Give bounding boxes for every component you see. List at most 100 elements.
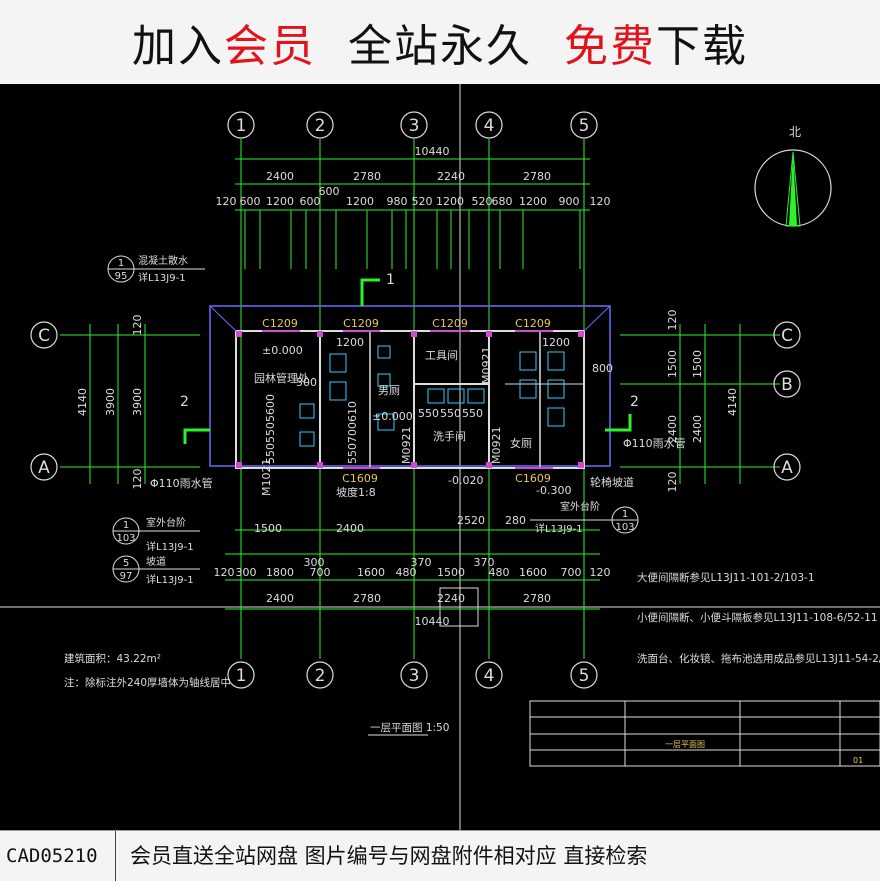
bottom-dimension-text: 120 300 1800 300 700 1600 480 370 1500 3…: [214, 556, 611, 628]
room-mgmt: 园林管理处: [254, 371, 309, 385]
window-label-5: C1609: [342, 472, 378, 485]
inner-dim-14: 2520: [457, 514, 485, 527]
dim-right-1: 1500: [666, 350, 679, 378]
dim-right-5: 4140: [726, 388, 739, 416]
dim-total-top: 10440: [415, 145, 450, 158]
dim-r2-7: 520: [412, 195, 433, 208]
top-dimension-lines: [235, 158, 590, 269]
side-dimension-text: 4140 3900 3900 120 120 120 1500 1500 240…: [76, 310, 739, 493]
level-outside: -0.020: [448, 474, 483, 487]
axis-label-A-left: A: [38, 458, 50, 478]
level-hall: ±0.000: [372, 410, 413, 423]
dim-right-4: 2400: [691, 415, 704, 443]
room-men: 男厕: [378, 384, 400, 397]
dim-r2-11: 1200: [519, 195, 547, 208]
dim-top-1: 2400: [266, 170, 294, 183]
dim-top-4: 2780: [523, 170, 551, 183]
section-label-2b: 2: [630, 394, 639, 410]
axis-label-1-bottom: 1: [236, 666, 247, 686]
note-2: 小便间隔断、小便斗隔板参见L13J11-108-6/52-11: [637, 611, 878, 624]
dim-b1-12: 700: [561, 566, 582, 579]
dim-right-2: 1500: [691, 350, 704, 378]
dim-total-bottom: 10440: [415, 615, 450, 628]
ramp-label: 轮椅坡道: [590, 475, 634, 489]
room-women: 女厕: [510, 436, 532, 450]
room-wash: 洗手间: [433, 429, 466, 443]
dim-r2-1: 600: [240, 195, 261, 208]
inner-dim-9: 800: [592, 362, 613, 375]
drawing-code: CAD05210: [0, 831, 116, 881]
notes: 大便间隔断参见L13J11-101-2/103-1 小便间隔断、小便斗隔板参见L…: [64, 571, 880, 734]
dim-right-6: 120: [666, 472, 679, 493]
window-labels: C1209 C1209 C1209 C1209 C1609 C1609: [262, 317, 551, 485]
north-label: 北: [789, 125, 801, 139]
dim-b1-0: 120: [214, 566, 235, 579]
dim-r2-6: 980: [387, 195, 408, 208]
banner-part4: 免费: [563, 21, 656, 72]
dim-r2-3: 600: [300, 195, 321, 208]
dim-left-inner2: 3900: [131, 388, 144, 416]
axis-label-B-right: B: [781, 375, 793, 395]
banner-part1: 加入: [132, 21, 225, 72]
level-mgmt: ±0.000: [262, 344, 303, 357]
note-1: 大便间隔断参见L13J11-101-2/103-1: [637, 571, 815, 584]
note-3: 洗面台、化妆镜、拖布池选用成品参见L13J11-54-2/50-1: [637, 652, 880, 665]
dim-top-3: 2240: [437, 170, 465, 183]
dim-b1-13: 120: [590, 566, 611, 579]
footer: CAD05210 会员直送全站网盘 图片编号与网盘附件相对应 直接检索: [0, 830, 880, 881]
axis-lines: [60, 139, 780, 659]
window-label-1: C1209: [262, 317, 298, 330]
room-tool: 工具间: [425, 349, 458, 362]
axis-label-3-bottom: 3: [409, 666, 420, 686]
axis-label-2-bottom: 2: [315, 666, 326, 686]
ref1-text: 混凝土散水: [138, 254, 188, 267]
top-dimension-text: 10440 2400 2780 2240 2780 120 600 1200 6…: [216, 145, 611, 208]
ref-circles: 1 95 混凝土散水 详L13J9-1 1 103 室外台阶 详L13J9-1 …: [107, 254, 639, 586]
axis-label-5: 5: [579, 116, 590, 136]
ref-circle-2: 1 103 室外台阶 详L13J9-1: [112, 516, 200, 553]
dim-b2-1: 2780: [353, 592, 381, 605]
area-note: 建筑面积：43.22m²: [64, 652, 161, 665]
door-code-2: M0921: [400, 427, 413, 465]
inner-dim-7: 550: [440, 407, 461, 420]
dim-b2-0: 2400: [266, 592, 294, 605]
ref1-ref: 详L13J9-1: [138, 271, 186, 284]
banner-part2: 会员: [224, 21, 317, 72]
dim-b1-11: 1600: [519, 566, 547, 579]
vdim-1: 5505505600: [264, 394, 277, 464]
ref4-top: 1: [622, 509, 628, 520]
dim-left-top: 120: [131, 315, 144, 336]
door-code-1: M0921: [480, 347, 493, 385]
axis-bubbles: [30, 111, 801, 689]
dim-b1-3: 300: [304, 556, 325, 569]
cad-drawing: 1 2 3 4 5 1 2 3 4 5 C A C B A 10440 2400…: [0, 84, 880, 830]
fixtures: [299, 345, 565, 447]
ref3-text: 坡道: [146, 555, 166, 568]
north-arrow: 北: [754, 125, 832, 227]
dim-b1-8: 1500: [437, 566, 465, 579]
ref2-ref: 详L13J9-1: [146, 540, 194, 553]
dim-right-0: 120: [666, 310, 679, 331]
wall-note: 注：除标注外240厚墙体为轴线居中: [64, 676, 231, 689]
dim-r2-10: 680: [492, 195, 513, 208]
dim-right-3: 2400: [666, 415, 679, 443]
dim-r2-5: 1200: [346, 195, 374, 208]
inner-dim-12: 500: [296, 376, 317, 389]
inner-dim-8: 550: [462, 407, 483, 420]
dim-left-inner: 3900: [104, 388, 117, 416]
footer-slogan: 会员直送全站网盘 图片编号与网盘附件相对应 直接检索: [130, 844, 648, 868]
dim-b2-2: 2240: [437, 592, 465, 605]
crosshair-box: [439, 587, 479, 627]
axis-label-C-right: C: [781, 326, 793, 346]
dim-b2-3: 2780: [523, 592, 551, 605]
dim-b1-5: 1600: [357, 566, 385, 579]
axis-label-4-bottom: 4: [484, 666, 495, 686]
title-block-num: 01: [853, 756, 863, 765]
axis-label-2: 2: [315, 116, 326, 136]
dim-r2-13: 120: [590, 195, 611, 208]
ref1-top: 1: [118, 258, 124, 269]
banner: 加入会员 全站永久 免费下载: [0, 0, 880, 84]
window-label-2: C1209: [343, 317, 379, 330]
dim-r2-4: 600: [319, 185, 340, 198]
side-dimension-lines: [89, 324, 741, 484]
